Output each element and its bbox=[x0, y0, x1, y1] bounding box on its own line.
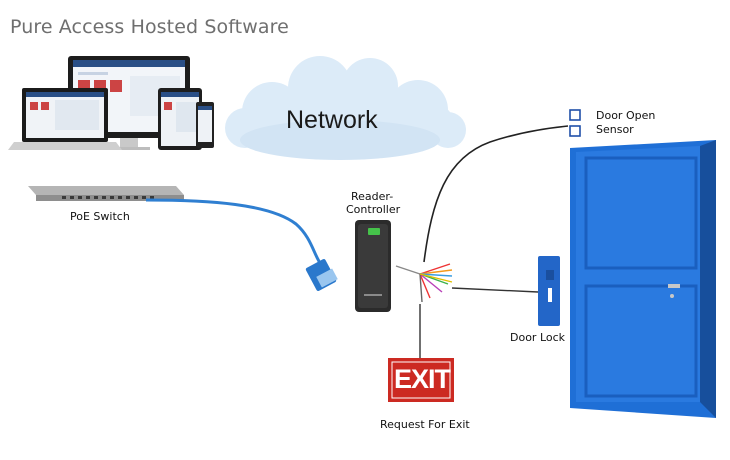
ethernet-cable bbox=[145, 198, 324, 267]
sensor-wire bbox=[423, 125, 569, 263]
wire-bundle bbox=[395, 263, 453, 303]
request-exit-label: Request For Exit bbox=[380, 418, 470, 431]
door-sensor-label-line2: Sensor bbox=[596, 123, 634, 136]
exit-sign-text: EXIT bbox=[393, 364, 451, 394]
devices-illustration bbox=[8, 56, 214, 150]
door-lock-label: Door Lock bbox=[510, 331, 566, 344]
door-sensor-label-line1: Door Open bbox=[596, 109, 656, 122]
door-sensor-bottom bbox=[569, 125, 581, 137]
door-sensor-top bbox=[569, 109, 581, 121]
rj45-plug bbox=[305, 259, 338, 291]
reader-label-line2: Controller bbox=[346, 203, 401, 216]
door bbox=[570, 140, 716, 418]
page-title: Pure Access Hosted Software bbox=[10, 16, 289, 38]
reader-label-line1: Reader- bbox=[351, 190, 394, 203]
exit-sign bbox=[388, 358, 454, 402]
network-cloud bbox=[225, 56, 466, 160]
poe-switch bbox=[28, 186, 184, 201]
lock-wire bbox=[451, 287, 539, 293]
door-lock bbox=[538, 256, 560, 326]
network-label: Network bbox=[286, 106, 378, 134]
poe-switch-label: PoE Switch bbox=[70, 210, 130, 223]
reader-controller bbox=[355, 220, 391, 312]
